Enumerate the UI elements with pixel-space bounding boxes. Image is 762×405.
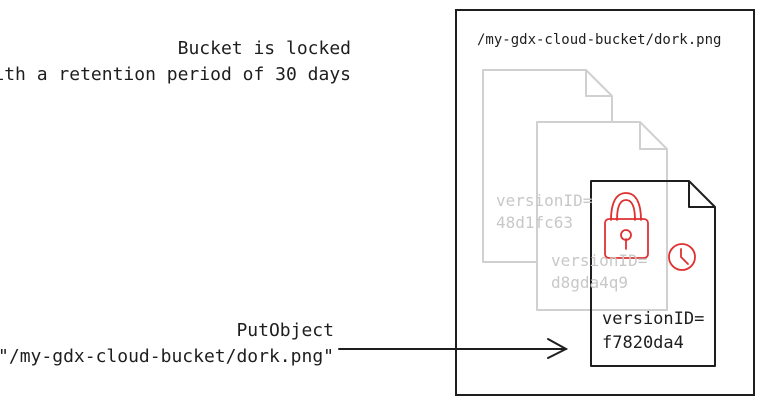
version-id: f7820da4 xyxy=(602,333,684,353)
put-object-label: PutObject xyxy=(236,320,334,341)
retention-note: Bucket is locked with a retention period… xyxy=(0,36,351,88)
retention-note-line-1: Bucket is locked xyxy=(177,38,351,59)
arrow-right-icon xyxy=(338,338,569,359)
lock-icon xyxy=(604,192,649,259)
document-icon-current xyxy=(590,180,716,367)
version-label-key: versionID= xyxy=(551,251,648,270)
version-id: d8gda4q9 xyxy=(551,273,629,292)
put-object-request: PutObject "/my-gdx-cloud-bucket/dork.png… xyxy=(0,318,334,370)
version-label-old-1: versionID= 48d1fc63 xyxy=(496,190,592,234)
bucket-object-path: /my-gdx-cloud-bucket/dork.png xyxy=(477,32,722,48)
version-label-current: versionID= f7820da4 xyxy=(602,307,704,355)
bucket-box xyxy=(455,9,755,396)
version-id: 48d1fc63 xyxy=(496,213,574,232)
version-label-key: versionID= xyxy=(496,191,593,210)
clock-icon xyxy=(668,243,696,271)
put-object-path: "/my-gdx-cloud-bucket/dork.png" xyxy=(0,346,334,367)
retention-note-line-2: with a retention period of 30 days xyxy=(0,64,351,85)
version-label-old-2: versionID= d8gda4q9 xyxy=(551,250,647,294)
document-icon-old-2 xyxy=(536,121,668,311)
version-label-key: versionID= xyxy=(602,309,705,329)
